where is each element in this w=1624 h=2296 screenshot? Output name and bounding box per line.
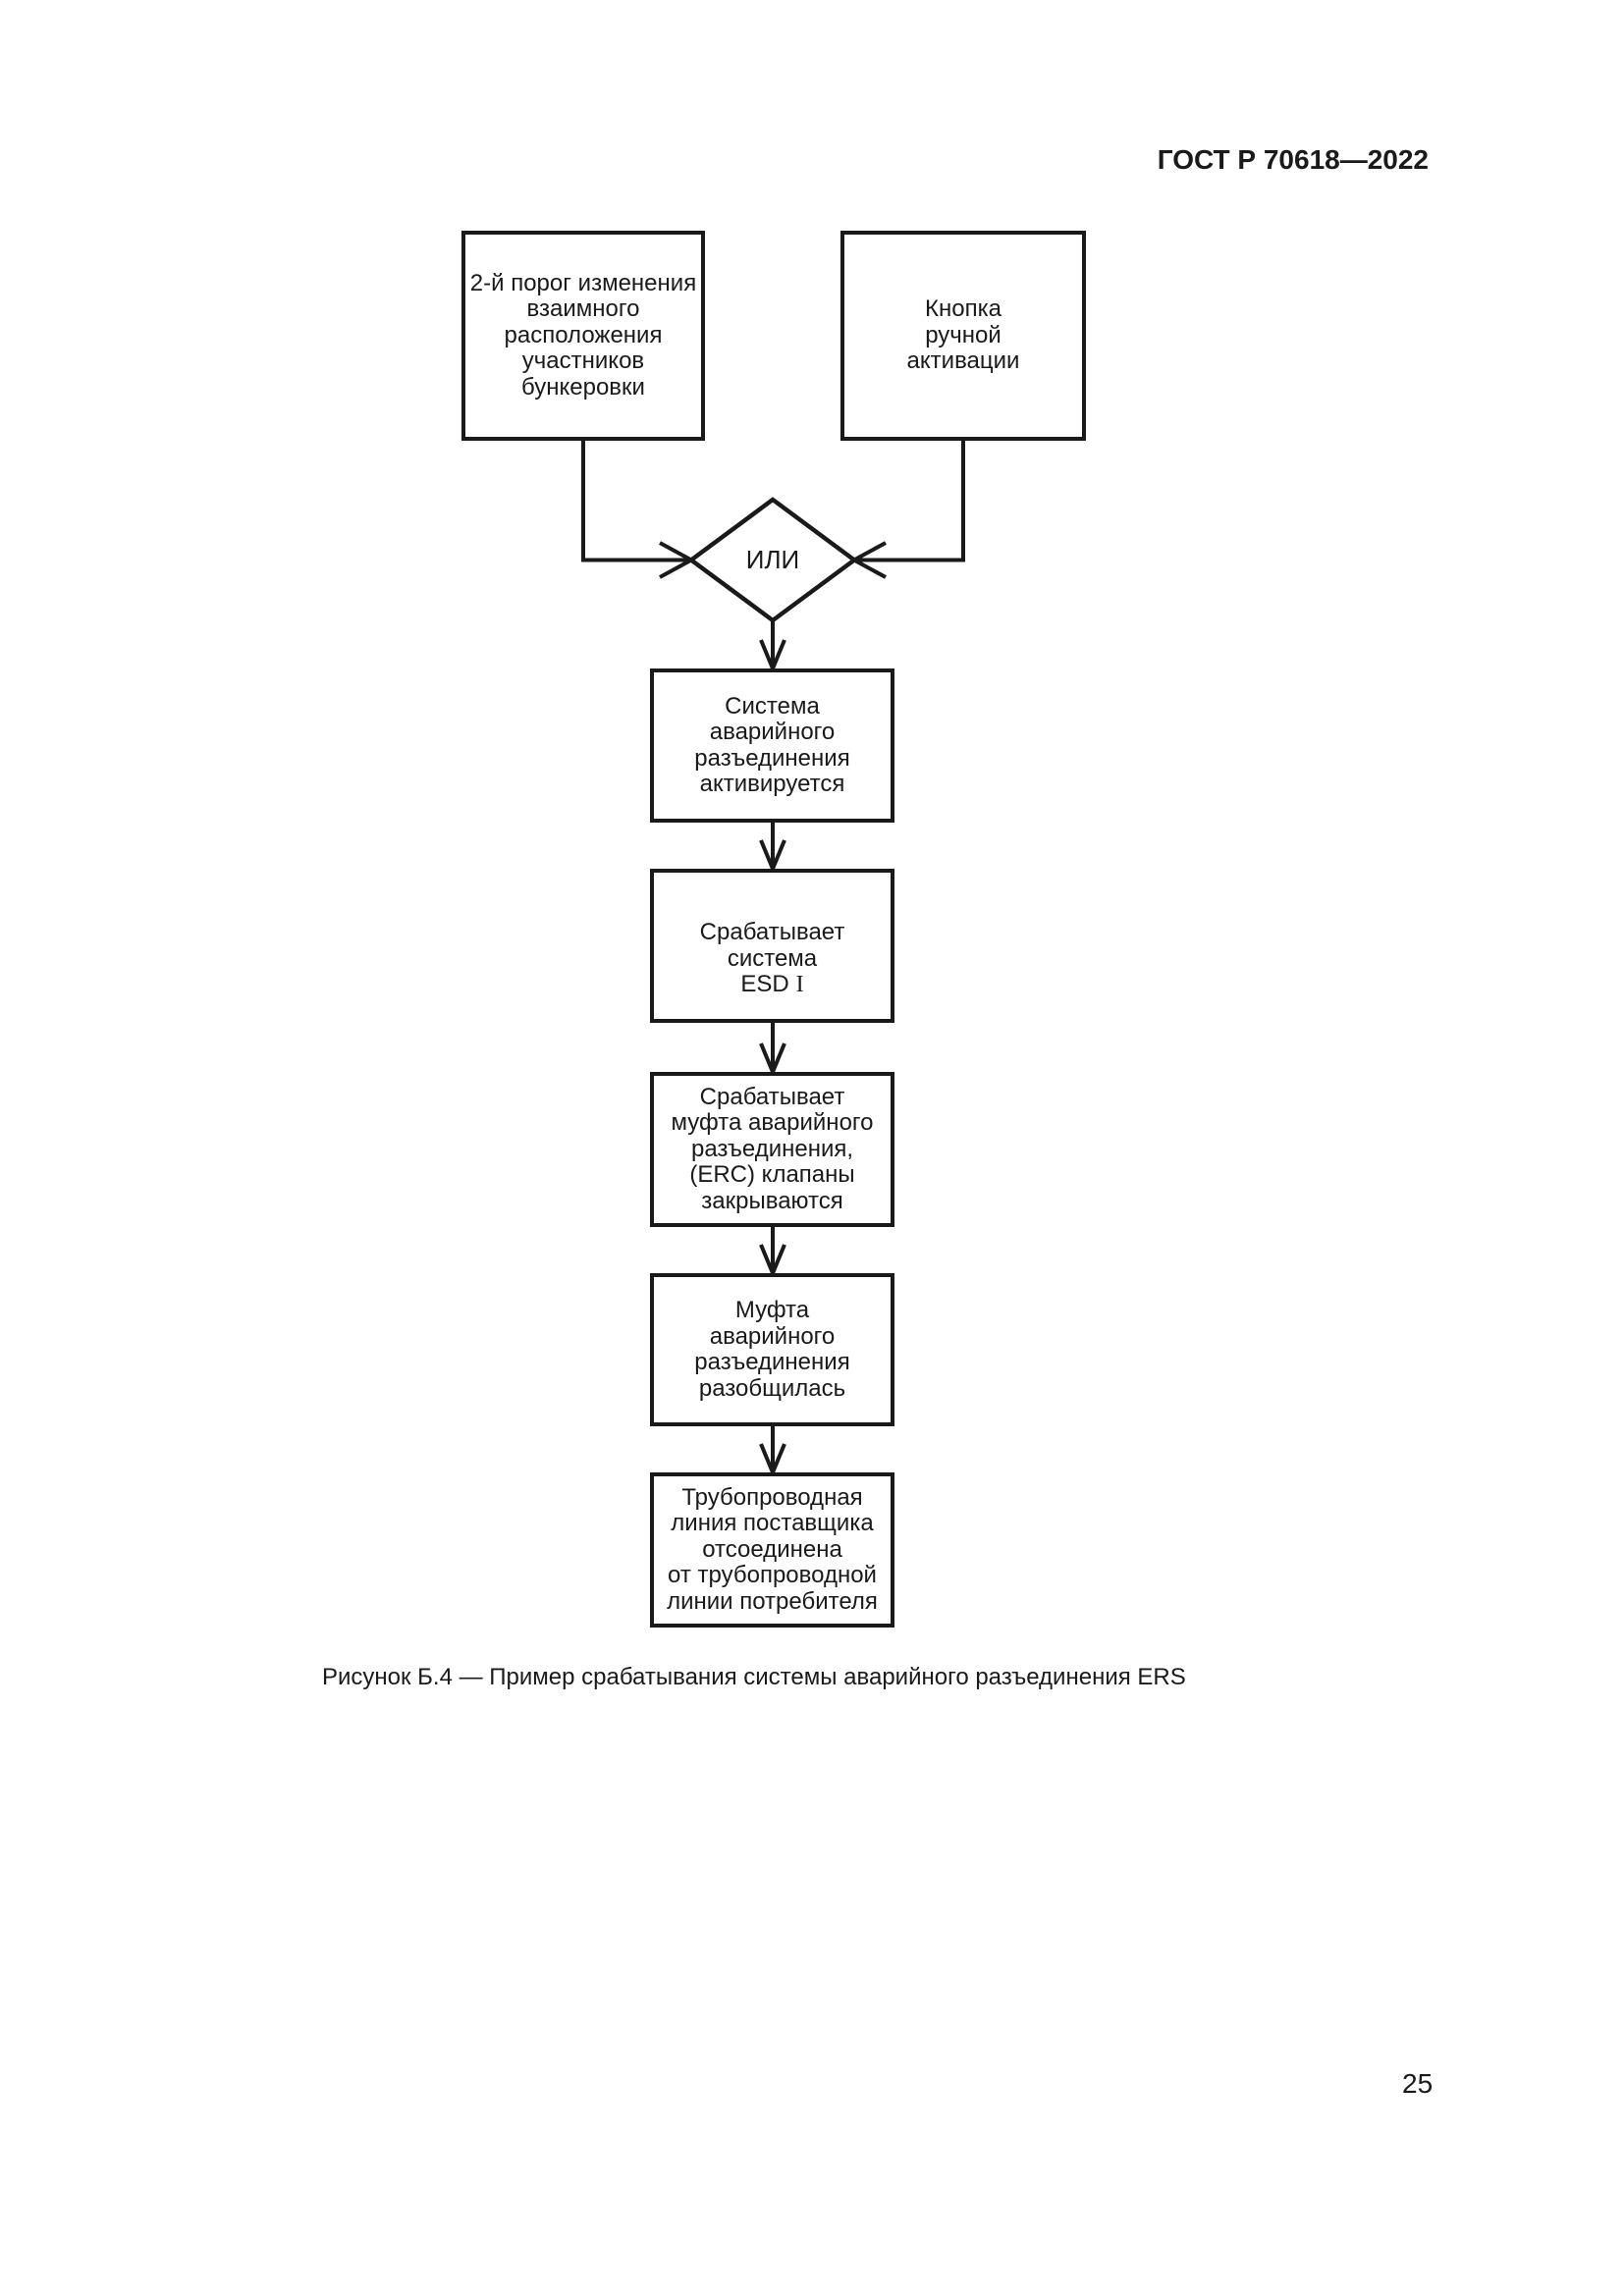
flow-node-coupling-disconnected: Муфта аварийного разъединения разобщилас…	[650, 1273, 894, 1426]
flow-node-label: Кнопка ручной активации	[906, 295, 1020, 375]
flow-arrow-erc-to-coupling	[759, 1227, 786, 1279]
flow-node-label: Срабатывает муфта аварийного разъединени…	[671, 1083, 874, 1214]
doc-header-title: ГОСТ Р 70618—2022	[1157, 144, 1429, 175]
roman-numeral: I	[795, 972, 804, 997]
flow-node-pipeline-disconnected: Трубопроводная линия поставщика отсоедин…	[650, 1472, 894, 1628]
flow-node-label: Муфта аварийного разъединения разобщилас…	[694, 1297, 850, 1402]
flow-node-label: 2-й порог изменения взаимного расположен…	[469, 269, 697, 400]
right-input-connector	[846, 441, 965, 579]
flow-node-erc-valves: Срабатывает муфта аварийного разъединени…	[650, 1072, 894, 1227]
flow-arrow-coupling-to-pipeline	[759, 1426, 786, 1478]
flow-arrow-activated-to-esd1	[759, 823, 786, 875]
figure-caption: Рисунок Б.4 — Пример срабатывания систем…	[322, 1664, 1186, 1690]
page-number: 25	[1402, 2068, 1434, 2099]
flow-node-threshold: 2-й порог изменения взаимного расположен…	[461, 231, 705, 441]
flow-node-manual-button: Кнопка ручной активации	[840, 231, 1086, 441]
or-gate-label: ИЛИ	[745, 545, 800, 574]
flow-node-ers-activated: Система аварийного разъединения активиру…	[650, 668, 894, 823]
flow-arrow-esd1-to-erc	[759, 1023, 786, 1078]
left-input-connector	[581, 441, 699, 579]
flow-node-label: Система аварийного разъединения активиру…	[694, 692, 850, 797]
flow-node-label: Трубопроводная линия поставщика отсоедин…	[667, 1483, 878, 1615]
flow-arrow-diamond-to-activated	[759, 620, 786, 674]
